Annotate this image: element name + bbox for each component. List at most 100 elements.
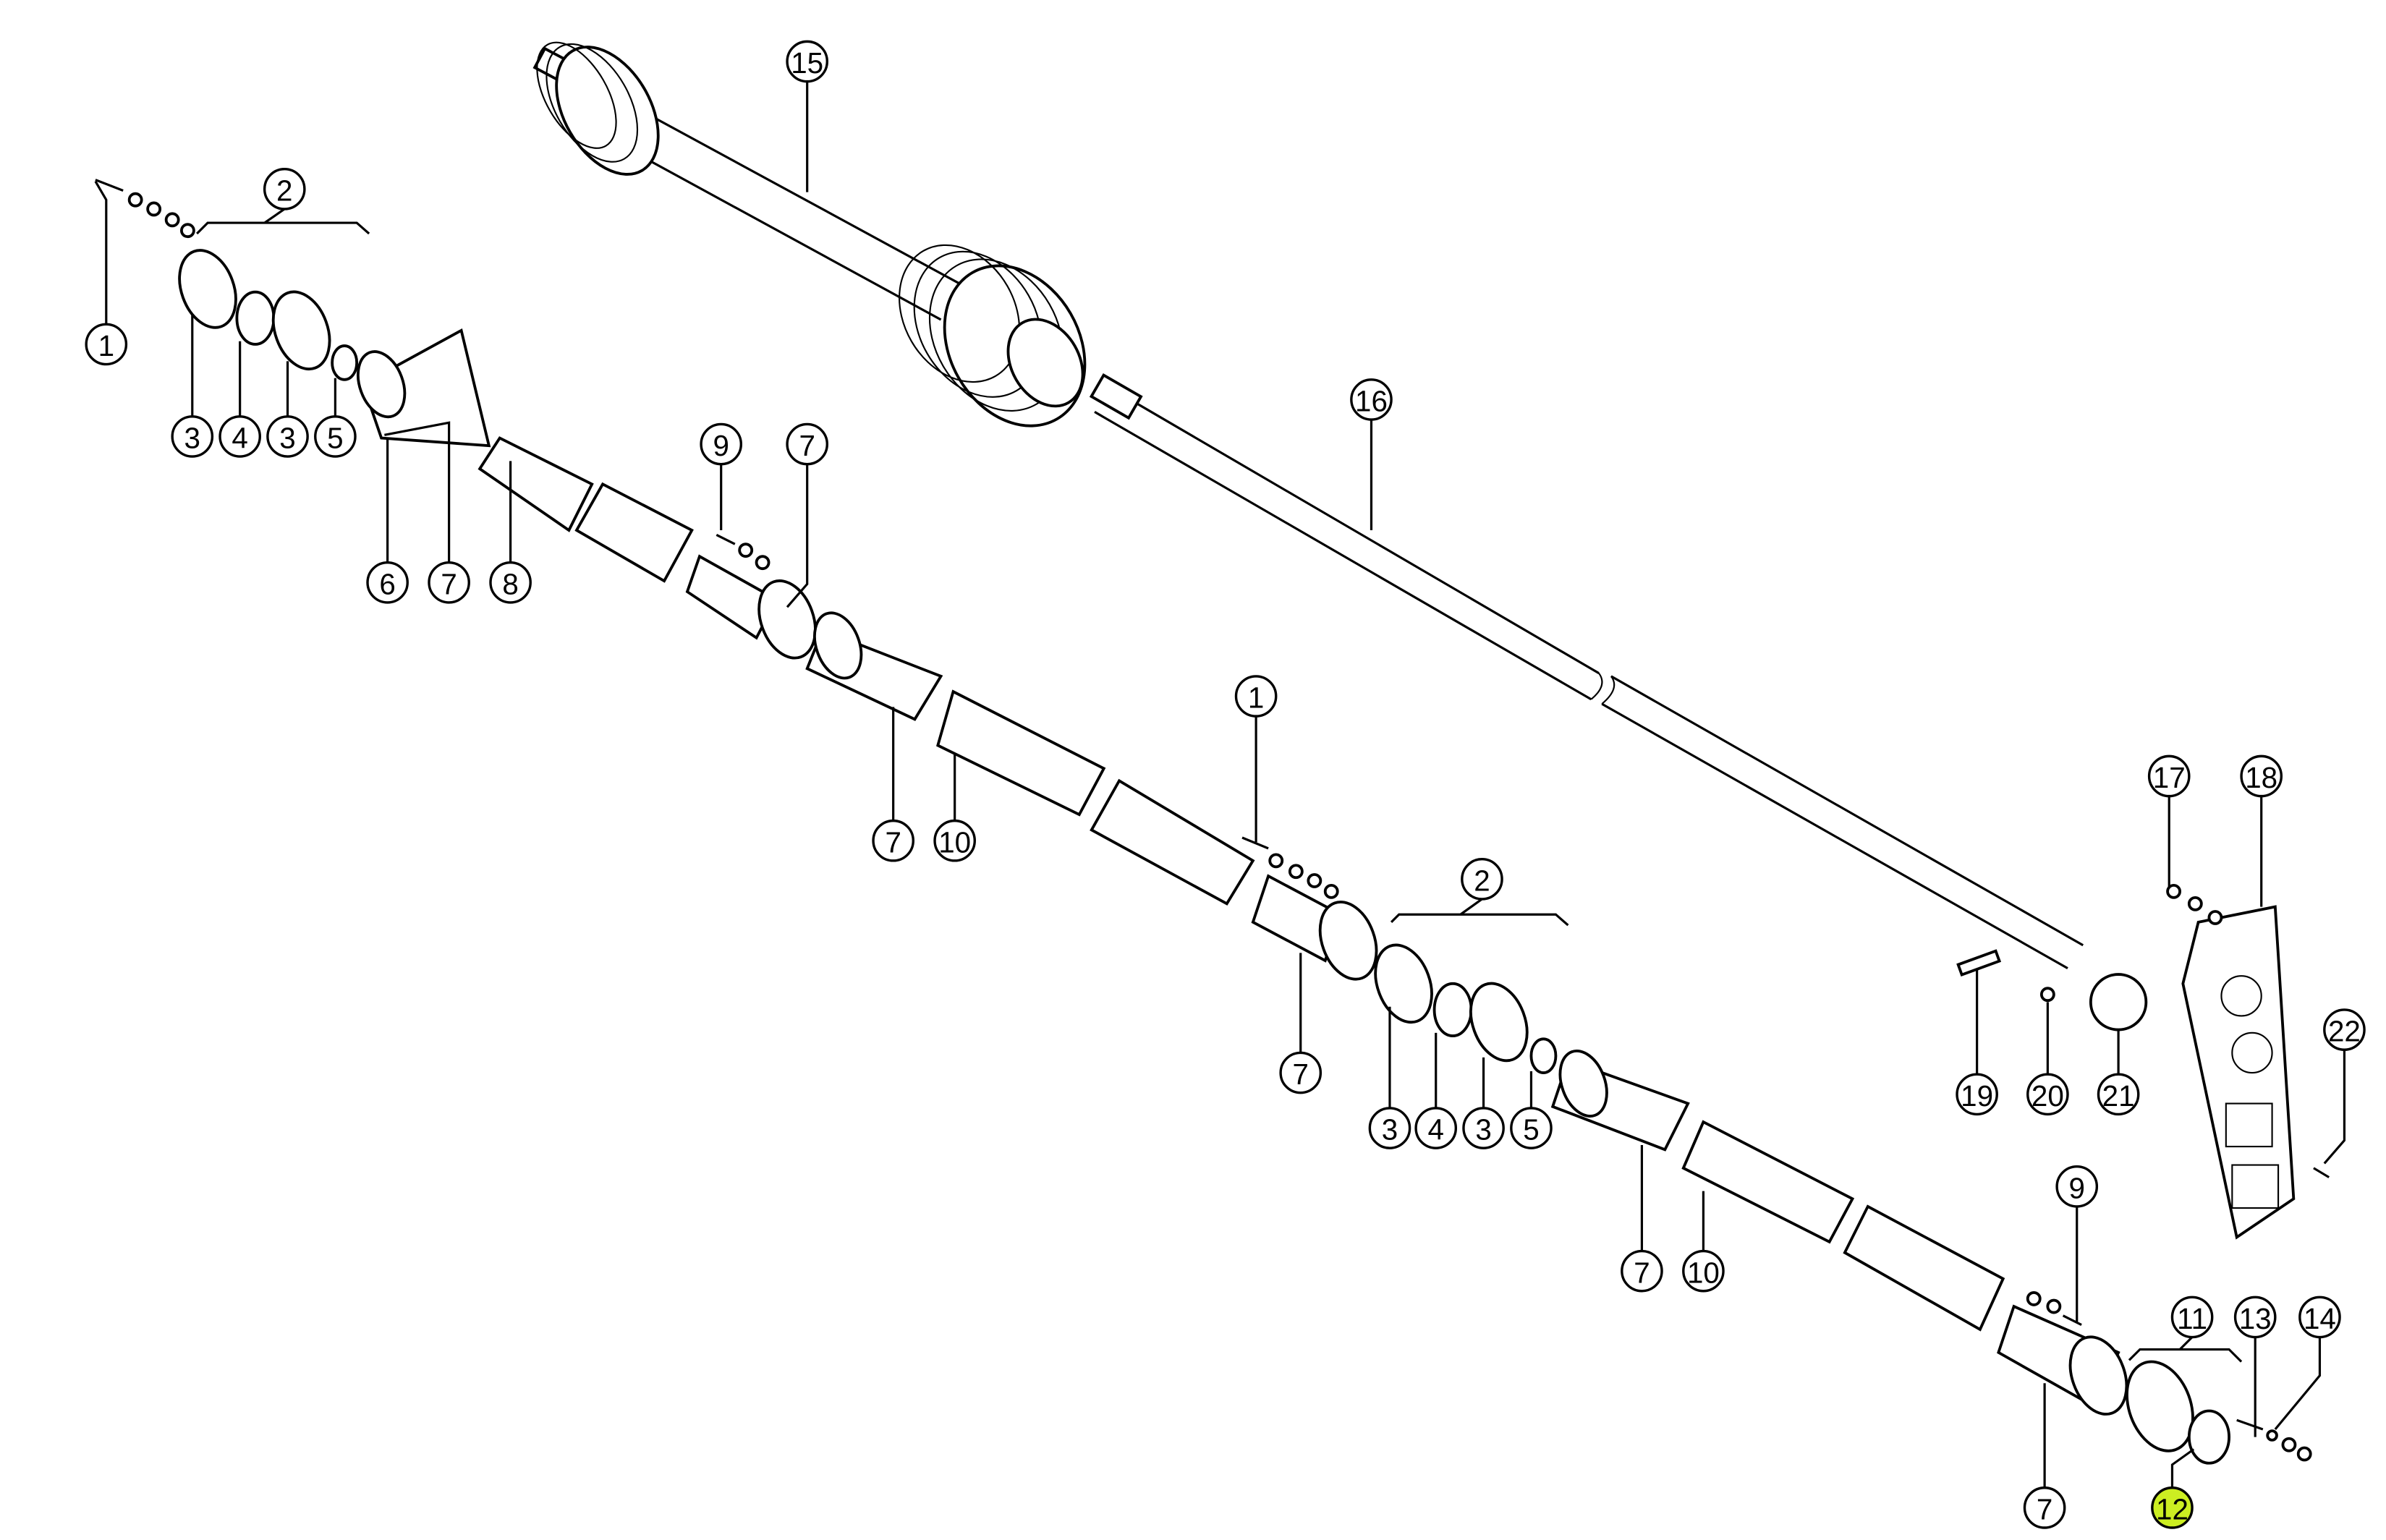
callout-3[interactable]: 3: [171, 415, 214, 458]
callout-circle: [314, 415, 357, 458]
callout-label: 7: [1634, 1256, 1650, 1289]
callout-9[interactable]: 9: [2055, 1165, 2099, 1208]
callout-label: 3: [1475, 1113, 1491, 1147]
callout-7[interactable]: 7: [428, 561, 470, 604]
callout-7[interactable]: 7: [1279, 1051, 1323, 1094]
callout-label: 17: [2153, 761, 2186, 794]
tube-segments: [361, 328, 2120, 1408]
callout-10[interactable]: 10: [933, 819, 976, 862]
callout-label: 10: [1687, 1256, 1720, 1289]
callout-1[interactable]: 1: [85, 323, 128, 366]
callout-label: 7: [799, 429, 815, 462]
callout-circle: [700, 422, 743, 466]
callout-13[interactable]: 13: [2233, 1296, 2277, 1339]
callout-9[interactable]: 9: [700, 422, 743, 466]
callout-circle: [786, 422, 829, 466]
callout-circle: [933, 819, 976, 862]
callout-22[interactable]: 22: [2323, 1008, 2366, 1051]
callout-19[interactable]: 19: [1956, 1073, 1998, 1116]
callout-20[interactable]: 20: [2026, 1073, 2069, 1116]
callout-label: 8: [502, 567, 518, 600]
callout-circle: [489, 561, 532, 604]
callout-circle: [366, 561, 409, 604]
callout-label: 10: [938, 825, 971, 859]
callout-label: 20: [2032, 1079, 2064, 1113]
callout-17[interactable]: 17: [2147, 754, 2191, 798]
callout-3[interactable]: 3: [1462, 1107, 1505, 1149]
callout-circle: [1462, 1107, 1505, 1149]
callout-circle: [2023, 1486, 2066, 1529]
callout-circle: [2233, 1296, 2277, 1339]
callout-7[interactable]: 7: [872, 819, 914, 862]
callout-label: 3: [1382, 1113, 1398, 1147]
callout-label: 19: [1961, 1079, 1993, 1113]
callout-1[interactable]: 1: [1234, 675, 1278, 718]
callout-circle: [1461, 858, 1503, 901]
leader-line: [1390, 898, 1569, 927]
leader-line: [2170, 1448, 2195, 1488]
callout-circle: [2298, 1296, 2341, 1339]
callout-circle: [872, 819, 914, 862]
callout-5[interactable]: 5: [314, 415, 357, 458]
callout-14[interactable]: 14: [2298, 1296, 2341, 1339]
callout-circle: [1510, 1107, 1553, 1149]
leader-line: [384, 421, 451, 563]
callout-circle: [218, 415, 261, 458]
callout-label: 5: [327, 422, 343, 455]
callout-label: 18: [2245, 761, 2277, 794]
leader-line: [196, 208, 370, 235]
fasteners: [95, 179, 2330, 1462]
callout-circle: [786, 40, 829, 83]
callout-10[interactable]: 10: [1682, 1249, 1725, 1293]
callout-18[interactable]: 18: [2240, 754, 2283, 798]
callout-label: 7: [885, 825, 901, 859]
callout-4[interactable]: 4: [218, 415, 261, 458]
callout-2[interactable]: 2: [263, 168, 306, 210]
callout-label: 4: [1427, 1113, 1443, 1147]
callout-3[interactable]: 3: [266, 415, 309, 458]
callout-circle: [2323, 1008, 2366, 1051]
callout-6[interactable]: 6: [366, 561, 409, 604]
callout-circle: [85, 323, 128, 366]
callout-circle: [1350, 378, 1393, 421]
callout-8[interactable]: 8: [489, 561, 532, 604]
callout-circle: [2170, 1296, 2214, 1339]
callout-circle: [266, 415, 309, 458]
callout-circle: [263, 168, 306, 210]
callout-label: 15: [791, 46, 823, 80]
bearing-parts: [178, 249, 2296, 1465]
callout-circle: [428, 561, 470, 604]
callout-2[interactable]: 2: [1461, 858, 1503, 901]
callout-label: 7: [2037, 1493, 2052, 1526]
callout-label: 3: [279, 422, 295, 455]
callout-circle: [2055, 1165, 2099, 1208]
callout-label: 9: [713, 429, 729, 462]
callout-circle: [1621, 1249, 1663, 1293]
callout-5[interactable]: 5: [1510, 1107, 1553, 1149]
callout-7[interactable]: 7: [786, 422, 829, 466]
callout-label: 16: [1355, 385, 1388, 418]
callout-11[interactable]: 11: [2170, 1296, 2214, 1339]
parts-drawing: [95, 41, 2330, 1465]
callout-label: 6: [379, 567, 395, 600]
callout-21[interactable]: 21: [2097, 1073, 2140, 1116]
callout-label: 13: [2239, 1302, 2272, 1335]
callout-label: 2: [1474, 864, 1490, 897]
callout-4[interactable]: 4: [1414, 1107, 1458, 1149]
callout-12[interactable]: 12: [2151, 1486, 2194, 1529]
callout-circle: [1368, 1107, 1411, 1149]
callout-label: 4: [232, 422, 247, 455]
callout-3[interactable]: 3: [1368, 1107, 1411, 1149]
callout-label: 7: [441, 567, 457, 600]
callout-16[interactable]: 16: [1350, 378, 1393, 421]
pto-shaft-part: [532, 41, 1087, 427]
callout-circle: [2240, 754, 2283, 798]
callout-label: 14: [2304, 1302, 2336, 1335]
callout-7[interactable]: 7: [1621, 1249, 1663, 1293]
callout-label: 5: [1523, 1113, 1539, 1147]
callout-7[interactable]: 7: [2023, 1486, 2066, 1529]
callout-circle: [1279, 1051, 1323, 1094]
callout-15[interactable]: 15: [786, 40, 829, 83]
callout-label: 1: [1248, 681, 1264, 715]
